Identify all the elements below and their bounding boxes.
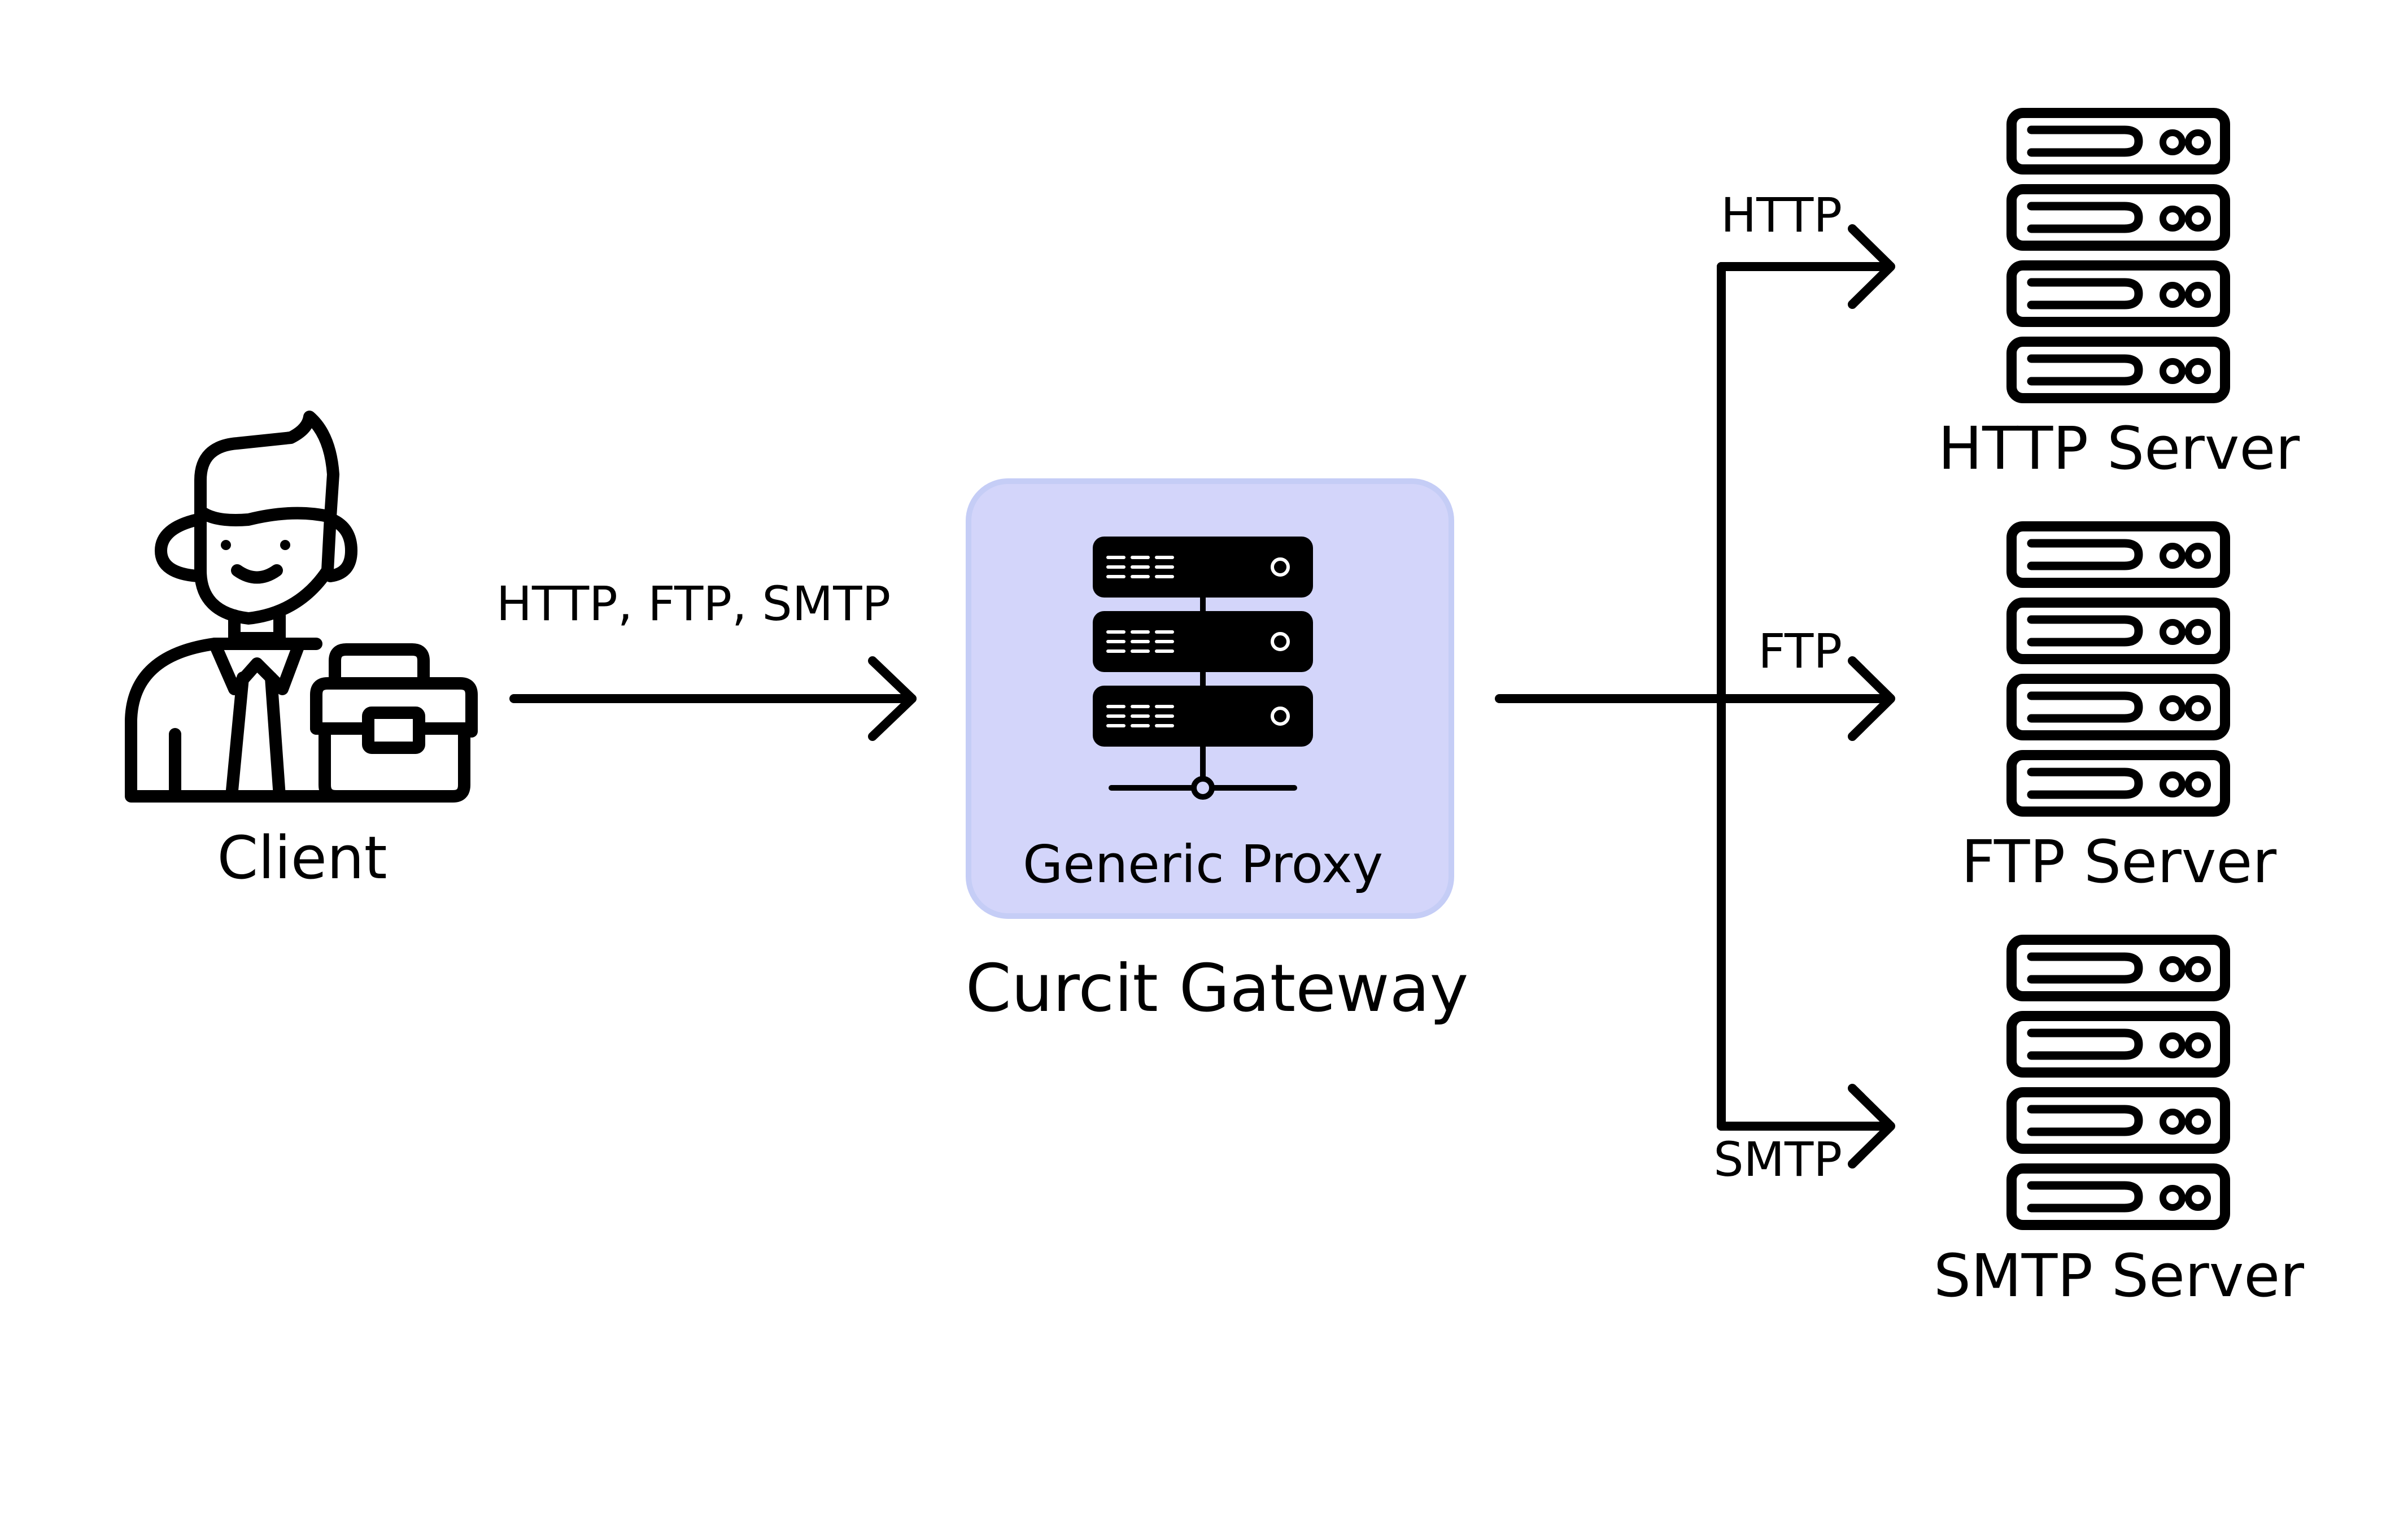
client-label: Client xyxy=(217,823,387,892)
http-arrow-head xyxy=(1848,224,1895,309)
smtp-arrow-head xyxy=(1848,1084,1895,1169)
server-rack-network-icon xyxy=(1093,537,1313,800)
ftp-arrow-head xyxy=(1848,656,1895,741)
route-label-ftp: FTP xyxy=(1758,624,1842,679)
route-label-http: HTTP xyxy=(1721,188,1842,243)
smtp-server-label: SMTP Server xyxy=(1934,1241,2304,1310)
request-arrow xyxy=(509,656,917,741)
ftp-server-icon xyxy=(2012,526,2225,812)
route-label-smtp: SMTP xyxy=(1713,1132,1842,1187)
proxy-caption: Curcit Gateway xyxy=(966,951,1468,1027)
ftp-server-label: FTP Server xyxy=(1961,827,2277,896)
http-server-icon xyxy=(2012,113,2225,398)
http-server-label: HTTP Server xyxy=(1938,414,2300,483)
smtp-server-icon xyxy=(2012,940,2225,1225)
client-icon xyxy=(125,411,478,803)
proxy-inner-label: Generic Proxy xyxy=(1023,834,1383,895)
routing-lines xyxy=(1495,224,1895,1169)
request-arrow-label: HTTP, FTP, SMTP xyxy=(496,576,891,631)
